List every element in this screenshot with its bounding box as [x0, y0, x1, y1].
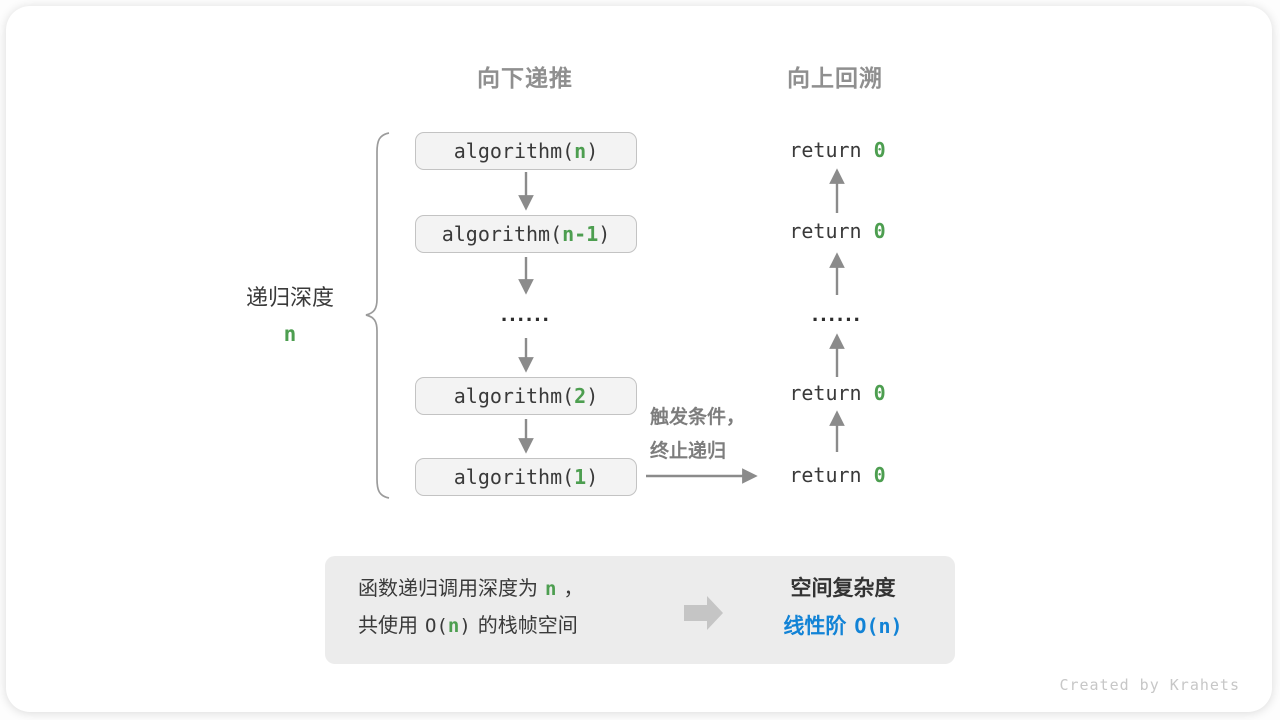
call-text: algorithm(: [453, 465, 575, 489]
annotation-line1: 触发条件，: [650, 407, 746, 428]
call-box-n-1: algorithm(n-1): [415, 215, 637, 253]
depth-label: 递归深度: [245, 285, 334, 310]
bigo-open: O(: [425, 615, 448, 637]
return-value: 0: [873, 219, 886, 243]
return-keyword: return: [789, 138, 862, 162]
return-value: 0: [873, 463, 886, 487]
summary-arg: n: [447, 615, 460, 637]
block-arrow-right-icon: [684, 596, 723, 630]
header-recurse-down: 向下递推: [477, 65, 573, 91]
return-keyword: return: [789, 381, 862, 405]
depth-variable: n: [283, 322, 297, 346]
call-box-2: algorithm(2): [415, 377, 637, 415]
call-arg: n: [574, 139, 587, 163]
complexity-order: 线性阶: [783, 615, 847, 638]
calls-ellipsis: ······: [501, 307, 551, 332]
depth-label-group: 递归深度 n: [215, 280, 365, 346]
header-backtrack-up: 向上回溯: [787, 65, 883, 91]
call-text: algorithm(: [453, 384, 575, 408]
summary-text: 共使用: [358, 615, 418, 637]
call-text: algorithm(: [453, 139, 575, 163]
terminate-annotation: 触发条件， 终止递归: [650, 401, 780, 469]
call-arg: 2: [574, 384, 587, 408]
returns-ellipsis: ······: [812, 307, 862, 332]
call-box-n: algorithm(n): [415, 132, 637, 170]
call-text: ): [586, 465, 599, 489]
call-box-1: algorithm(1): [415, 458, 637, 496]
call-text: algorithm(: [441, 222, 563, 246]
return-statement: return 0: [755, 380, 920, 406]
call-text: ): [598, 222, 611, 246]
summary-text: 函数递归调用深度为: [358, 578, 538, 600]
annotation-line2: 终止递归: [650, 441, 727, 462]
call-arg: 1: [574, 465, 587, 489]
summary-card: [325, 556, 955, 664]
complexity-bigo: O(n): [854, 614, 903, 638]
bigo-close: ): [459, 615, 471, 637]
return-statement: return 0: [755, 137, 920, 163]
return-keyword: return: [789, 463, 862, 487]
summary-line2: 共使用 O(n) 的栈帧空间: [358, 608, 678, 645]
call-text: ): [586, 384, 599, 408]
summary-line1: 函数递归调用深度为 n ，: [358, 571, 678, 608]
summary-arg: n: [545, 578, 557, 600]
return-statement: return 0: [755, 218, 920, 244]
summary-text: 的栈帧空间: [477, 615, 578, 637]
summary-result: 空间复杂度 线性阶 O(n): [748, 576, 938, 641]
return-keyword: return: [789, 219, 862, 243]
credit-text: Created by Krahets: [1059, 676, 1240, 694]
call-text: ): [586, 139, 599, 163]
return-value: 0: [873, 138, 886, 162]
summary-text: ，: [563, 578, 584, 600]
complexity-value: 线性阶 O(n): [748, 612, 938, 641]
complexity-title: 空间复杂度: [790, 577, 896, 600]
return-value: 0: [873, 381, 886, 405]
return-statement: return 0: [755, 462, 920, 488]
call-arg: n-1: [562, 222, 599, 246]
